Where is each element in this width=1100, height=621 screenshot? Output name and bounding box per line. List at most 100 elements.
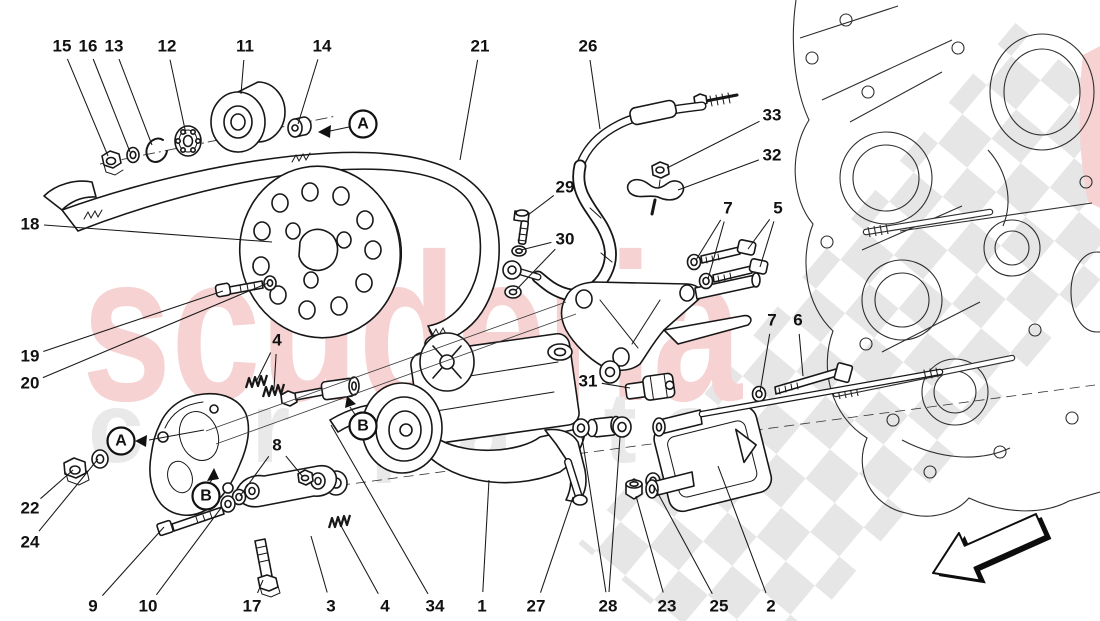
callout-8-33: 33	[763, 106, 782, 125]
callout-25-10: 10	[139, 597, 158, 616]
spring-washers	[244, 374, 352, 529]
leader-line-34-25	[653, 485, 713, 594]
callout-26-17: 17	[243, 597, 262, 616]
leader-line-18-7	[759, 333, 771, 393]
pump-outlet-27	[572, 494, 588, 506]
pulley-fastener-row	[101, 81, 312, 176]
leader-line-17-4	[256, 352, 272, 381]
bolt-9	[156, 519, 174, 537]
engine-stud-upper	[862, 208, 994, 238]
leader-line-8-33	[666, 120, 760, 169]
callout-19-6: 6	[793, 311, 802, 330]
leader-line-17-4	[273, 353, 277, 390]
leader-line-13-5	[759, 221, 775, 268]
view-direction-arrow	[932, 513, 1052, 584]
leader-line-12-7	[707, 221, 725, 280]
bolt-5a	[736, 239, 757, 256]
spacer-bolt-assembly	[280, 376, 360, 407]
callout-3-12: 12	[158, 37, 177, 56]
view-marker-letter-A: A	[357, 116, 369, 133]
crank-pulley	[238, 165, 402, 339]
leader-line-33-23	[635, 495, 664, 593]
pulley-hub-11	[210, 81, 286, 153]
leader-line-7-26	[589, 59, 601, 130]
leader-line-1-16	[92, 58, 131, 153]
hose-clamp-assembly	[626, 161, 685, 216]
callout-27-3: 3	[326, 597, 335, 616]
checker-flag-pattern	[578, 22, 1100, 621]
view-marker-circle-A	[106, 426, 136, 456]
view-marker-line-A	[148, 429, 205, 441]
view-marker-circle-B	[191, 481, 221, 511]
callout-17-4: 4	[272, 331, 282, 350]
leader-line-13-5	[747, 218, 771, 250]
callout-34-25: 25	[710, 597, 729, 616]
callout-9-32: 32	[763, 146, 782, 165]
front-bracket	[149, 392, 250, 517]
leader-line-11-30	[515, 248, 556, 291]
clamp-32	[626, 178, 685, 201]
view-marker-circle-A	[348, 109, 378, 139]
callout-24-9: 9	[88, 597, 97, 616]
callout-29-34: 34	[426, 597, 445, 616]
sight-lines	[205, 301, 577, 445]
leader-line-15-19	[43, 290, 224, 352]
view-marker-letter-B: B	[357, 418, 369, 435]
leader-line-35-2	[717, 465, 767, 594]
bearing-12	[174, 125, 202, 157]
callout-15-19: 19	[21, 347, 40, 366]
leader-line-0-15	[66, 58, 109, 157]
leader-line-21-22	[40, 469, 74, 500]
leader-line-5-14	[297, 59, 319, 125]
leader-line-24-9	[102, 526, 165, 596]
callout-14-18: 18	[21, 215, 40, 234]
callout-20-31: 31	[579, 372, 598, 391]
pump-fasteners	[625, 472, 661, 500]
lower-bracket	[645, 367, 944, 513]
steering-pump-body	[324, 332, 632, 506]
bolt-9-assembly	[156, 495, 236, 537]
leader-line-23-8	[285, 455, 304, 478]
leader-line-29-34	[330, 424, 429, 595]
callout-2-13: 13	[105, 37, 124, 56]
leader-line-6-21	[459, 59, 479, 161]
view-marker-letter-B: B	[200, 488, 212, 505]
callout-22-24: 24	[21, 533, 40, 552]
bracket-bolts	[686, 239, 769, 290]
leader-line-19-6	[798, 333, 804, 377]
callout-35-2: 2	[766, 597, 775, 616]
callout-23-8: 8	[272, 436, 281, 455]
leader-line-30-1	[482, 479, 490, 593]
pressure-hose-assembly	[502, 92, 739, 302]
leader-line-10-29	[527, 194, 555, 216]
view-marker-circle-B	[348, 411, 378, 441]
leader-line-25-10	[155, 507, 222, 596]
callout-4-11: 11	[236, 37, 254, 56]
leader-line-11-30	[520, 241, 552, 251]
callout-7-26: 26	[579, 37, 598, 56]
leader-line-12-7	[695, 219, 722, 261]
leader-line-27-3	[310, 535, 328, 593]
leader-line-28-4	[339, 523, 379, 594]
view-marker-arrow-B	[345, 396, 356, 408]
view-marker-arrow-B	[207, 468, 219, 481]
callout-12-7: 7	[723, 199, 732, 218]
leader-line-2-13	[118, 58, 153, 146]
leader-line-32-28	[608, 436, 621, 593]
callout-1-16: 16	[79, 37, 98, 56]
leader-line-9-32	[677, 159, 760, 191]
leader-line-31-27	[540, 496, 574, 593]
leader-line-32-28	[581, 436, 607, 593]
leader-line-22-24	[38, 458, 99, 532]
view-marker-line-A	[329, 126, 350, 132]
long-bolt-assembly	[751, 362, 854, 403]
leader-line-20-31	[601, 382, 631, 389]
callout-33-23: 23	[658, 597, 677, 616]
callout-28-4: 4	[380, 597, 390, 616]
bolt-19	[214, 282, 232, 298]
pulley-bolt-assembly	[214, 275, 277, 298]
callout-6-21: 21	[471, 37, 490, 56]
snap-ring-13	[145, 137, 168, 163]
